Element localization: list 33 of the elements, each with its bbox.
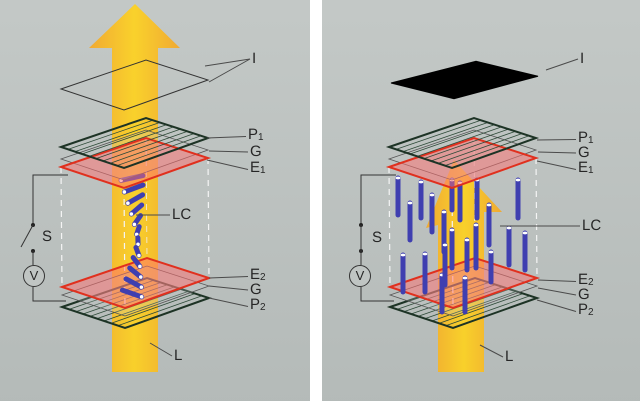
leader-line [208,276,248,278]
part-label: G [250,281,262,299]
leader-line [536,139,576,140]
leader-line [538,280,576,282]
leader-line [208,150,248,152]
leader-line [546,58,578,70]
leader-line [208,286,248,290]
part-label: L [505,348,514,366]
leader-line [538,152,576,154]
leader-line [136,214,170,216]
part-label: G [578,144,590,162]
leader-line [204,58,250,66]
part-label: S [372,229,382,247]
part-label: G [578,286,590,304]
leader-line [208,58,250,82]
part-label: E$_{1}$ [578,159,594,180]
part-label: LC [582,217,602,235]
leader-line [536,300,576,312]
leader-line [206,160,248,170]
part-label: E$_{1}$ [250,159,266,180]
leader-line [536,160,576,170]
part-label: I [580,50,584,68]
leader-line [208,298,248,307]
part-label: S [42,228,52,246]
part-label: P$_{2}$ [578,301,594,322]
leader-line [206,136,246,138]
part-label: P$_{2}$ [250,296,266,317]
leader-line [480,344,504,358]
leader-line [538,288,576,296]
leader-line [150,342,172,356]
part-label: I [252,50,256,68]
part-label: LC [172,206,192,224]
part-label: L [174,347,182,365]
